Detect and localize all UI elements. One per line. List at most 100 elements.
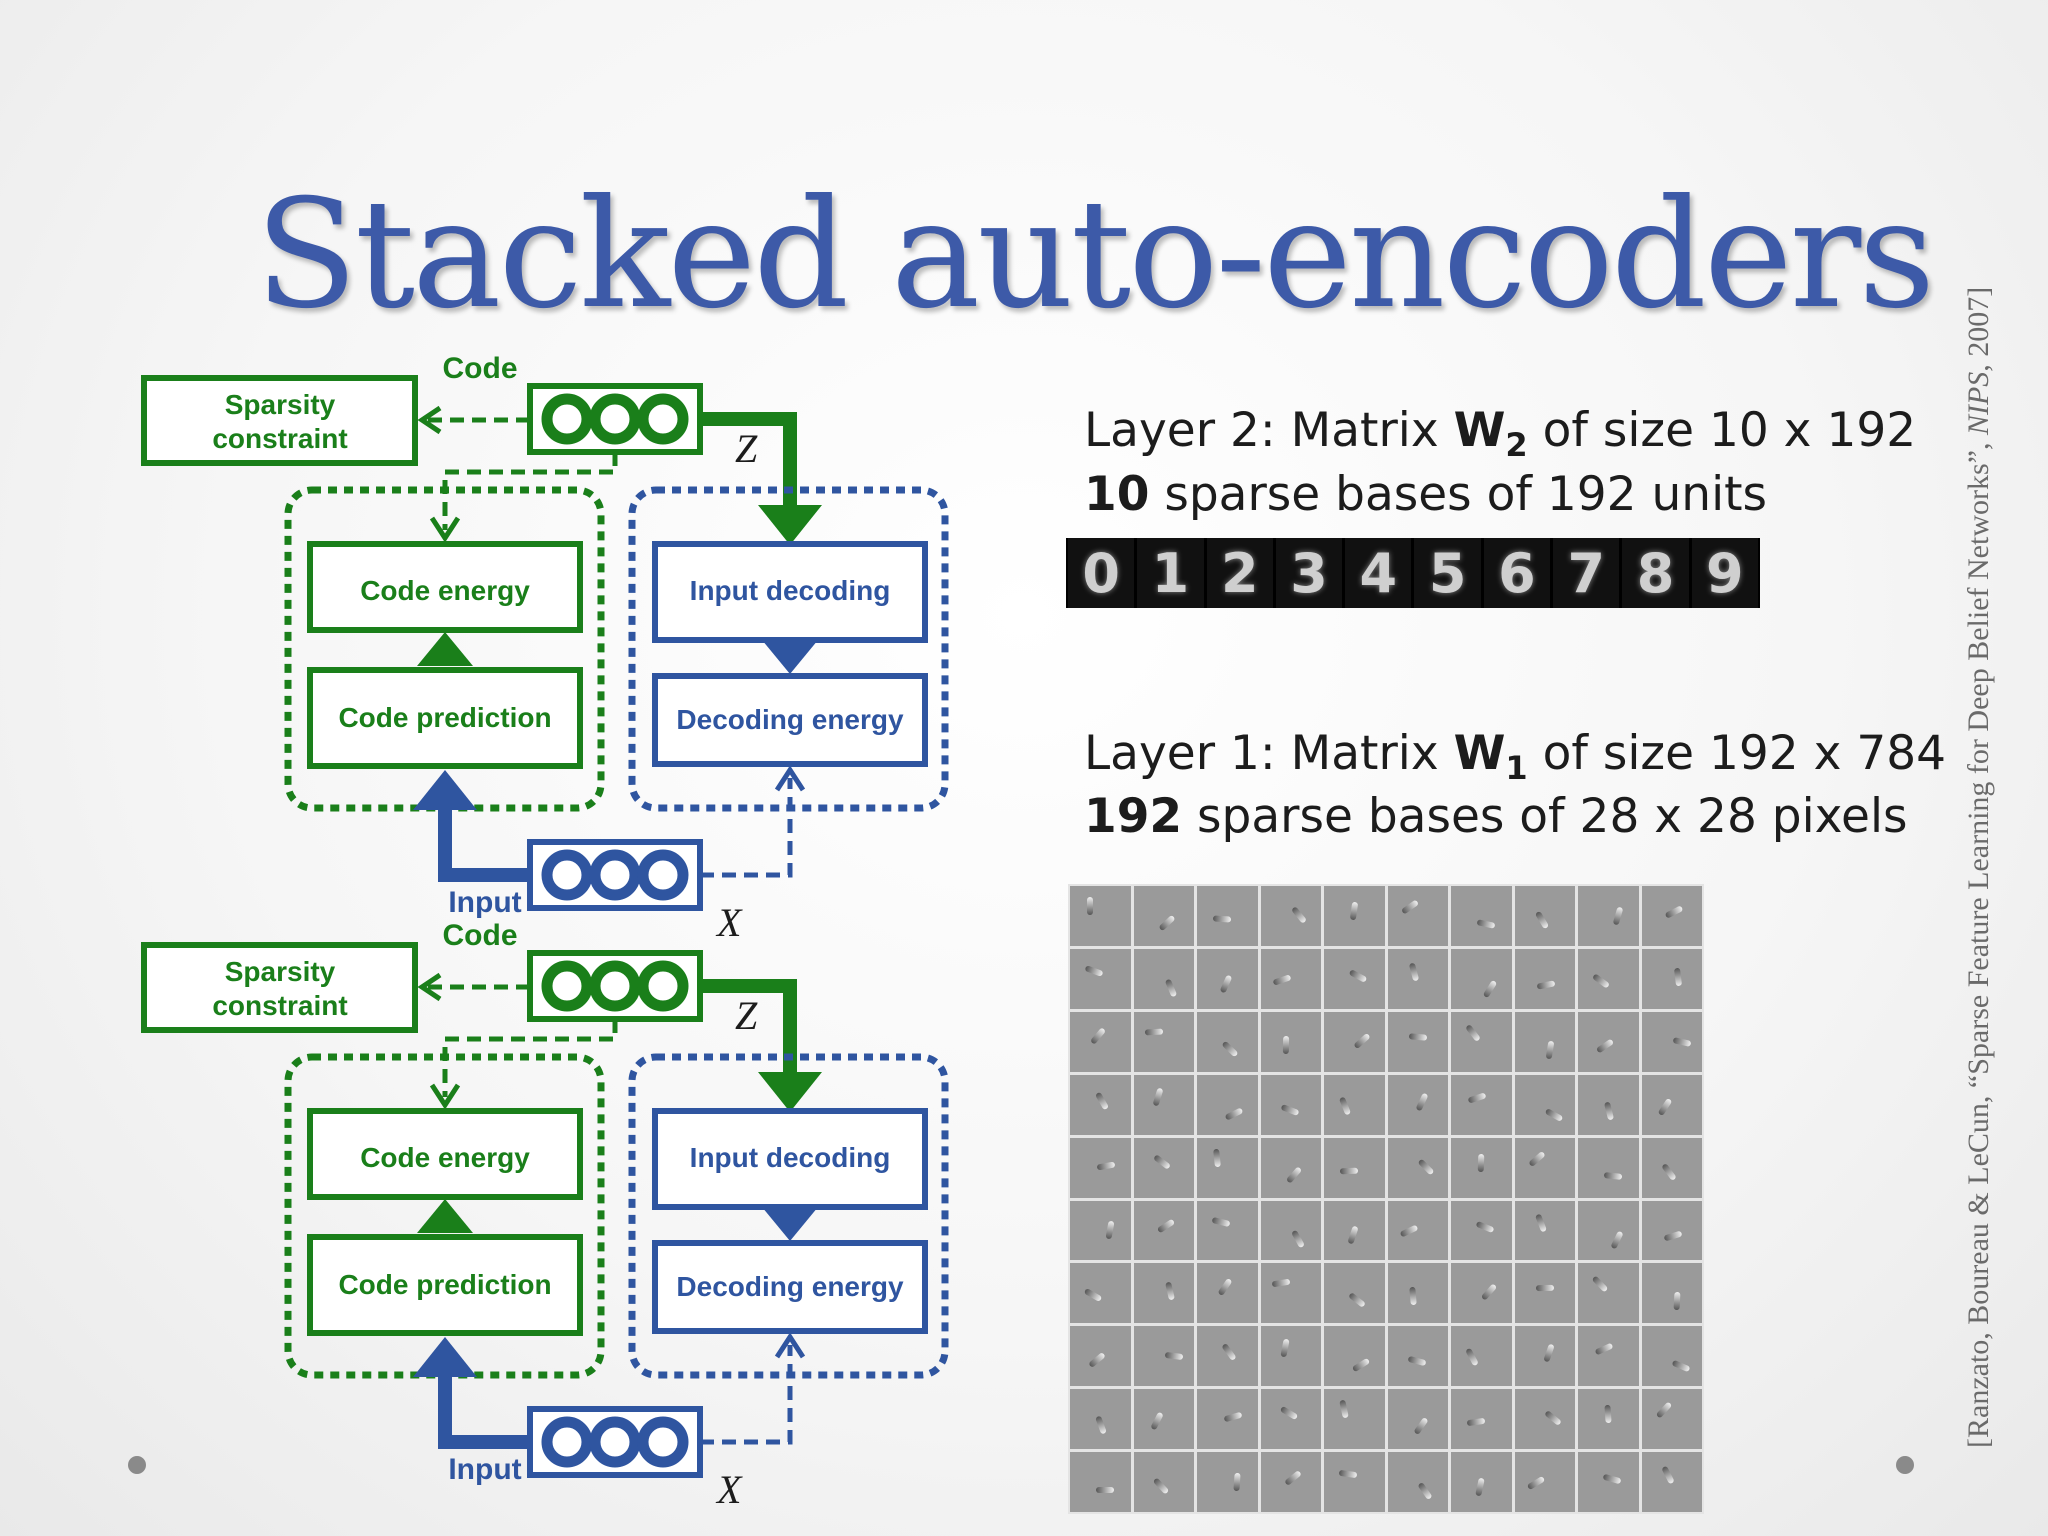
basis-tile <box>1641 1263 1702 1324</box>
basis-tile <box>1260 1200 1321 1261</box>
decoding-energy-label: Decoding energy <box>676 704 904 735</box>
basis-stroke <box>1283 1470 1302 1487</box>
basis-tile <box>1197 1074 1258 1135</box>
basis-stroke <box>1534 1213 1547 1233</box>
digit-basis-8: 8 <box>1622 538 1689 608</box>
basis-tile <box>1070 1326 1131 1387</box>
basis-stroke <box>1534 910 1549 930</box>
basis-tile <box>1451 1326 1512 1387</box>
basis-tile <box>1451 1137 1512 1198</box>
basis-stroke <box>1475 1221 1495 1234</box>
basis-tile <box>1514 1389 1575 1450</box>
basis-tile <box>1260 1074 1321 1135</box>
basis-stroke <box>1657 1097 1673 1116</box>
basis-stroke <box>1602 1473 1622 1485</box>
basis-stroke <box>1591 1275 1609 1293</box>
basis-tile <box>1070 948 1131 1009</box>
basis-stroke <box>1233 1472 1241 1492</box>
basis-stroke <box>1096 1161 1116 1171</box>
basis-stroke <box>1090 1026 1107 1045</box>
citation-year: , 2007] <box>1962 286 1995 372</box>
basis-stroke <box>1152 1153 1171 1170</box>
basis-stroke <box>1219 974 1233 994</box>
basis-tile <box>1387 1011 1448 1072</box>
basis-tile <box>1451 1389 1512 1450</box>
basis-stroke <box>1290 906 1307 924</box>
basis-stroke <box>1603 1171 1623 1180</box>
z-label: Z <box>735 426 758 471</box>
basis-stroke <box>1476 919 1496 929</box>
basis-stroke <box>1400 899 1419 915</box>
basis-tile <box>1578 1011 1639 1072</box>
basis-tile <box>1514 1326 1575 1387</box>
basis-tile <box>1387 1200 1448 1261</box>
code-energy-label: Code energy <box>360 1142 530 1173</box>
input-decoding-label: Input decoding <box>690 575 891 606</box>
basis-tile <box>1451 1200 1512 1261</box>
basis-tile <box>1641 1326 1702 1387</box>
basis-tile <box>1324 1389 1385 1450</box>
basis-stroke <box>1543 1410 1562 1427</box>
basis-tile <box>1070 1074 1131 1135</box>
basis-tile <box>1070 1137 1131 1198</box>
basis-stroke <box>1417 1158 1435 1176</box>
digit-basis-7: 7 <box>1553 538 1620 608</box>
digit-basis-3: 3 <box>1275 538 1343 608</box>
basis-tile <box>1070 1200 1131 1261</box>
layer2-caption-line1: Layer 2: Matrix W2 of size 10 x 192 <box>1084 403 1917 464</box>
basis-stroke <box>1535 1285 1554 1292</box>
basis-stroke <box>1544 1107 1564 1122</box>
basis-tile <box>1197 1200 1258 1261</box>
code-prediction-label: Code prediction <box>338 702 551 733</box>
sparsity-label-1: Sparsity <box>225 956 336 987</box>
basis-stroke <box>1271 1278 1291 1288</box>
basis-stroke <box>1211 1217 1231 1228</box>
basis-stroke <box>1482 979 1498 999</box>
basis-tile <box>1324 948 1385 1009</box>
basis-tile <box>1387 1326 1448 1387</box>
basis-tile <box>1387 1389 1448 1450</box>
digit-basis-9: 9 <box>1691 538 1758 608</box>
basis-tile <box>1387 1137 1448 1198</box>
citation-text: [Ranzato, Boureau & LeCun, “Sparse Featu… <box>1962 435 1995 1448</box>
basis-tile <box>1387 886 1448 946</box>
basis-stroke <box>1083 1288 1103 1303</box>
basis-stroke <box>1282 1035 1289 1054</box>
digit-basis-4: 4 <box>1345 538 1412 608</box>
basis-tile <box>1451 1263 1512 1324</box>
basis-tile <box>1324 1200 1385 1261</box>
basis-tile <box>1197 1452 1258 1512</box>
citation-venue: NIPS <box>1962 371 1995 436</box>
basis-tile <box>1324 1137 1385 1198</box>
basis-stroke <box>1408 962 1419 982</box>
basis-stroke <box>1164 978 1178 998</box>
basis-tile <box>1641 1452 1702 1512</box>
basis-stroke <box>1408 1032 1427 1041</box>
basis-tile <box>1133 948 1194 1009</box>
decoding-energy-label: Decoding energy <box>676 1271 904 1302</box>
basis-stroke <box>1105 1221 1115 1240</box>
basis-stroke <box>1152 1087 1164 1107</box>
basis-tile <box>1578 948 1639 1009</box>
basis-tile <box>1197 1326 1258 1387</box>
basis-stroke <box>1664 905 1684 919</box>
basis-stroke <box>1415 1092 1429 1112</box>
basis-stroke <box>1347 1225 1359 1245</box>
basis-tile <box>1260 1137 1321 1198</box>
basis-stroke <box>1526 1475 1546 1491</box>
basis-stroke <box>1408 1287 1417 1306</box>
basis-stroke <box>1217 1278 1233 1297</box>
basis-tile <box>1133 1452 1194 1512</box>
basis-tile <box>1260 1452 1321 1512</box>
basis-tile <box>1578 1074 1639 1135</box>
basis-stroke <box>1352 1357 1371 1373</box>
basis-tile <box>1133 1074 1194 1135</box>
basis-tile <box>1260 1011 1321 1072</box>
basis-stroke <box>1280 1338 1290 1358</box>
basis-stroke <box>1290 1230 1305 1249</box>
sparsity-label-2: constraint <box>212 990 347 1021</box>
basis-stroke <box>1663 1230 1683 1242</box>
basis-tile <box>1578 1326 1639 1387</box>
basis-tile <box>1387 1263 1448 1324</box>
basis-stroke <box>1088 1352 1107 1369</box>
